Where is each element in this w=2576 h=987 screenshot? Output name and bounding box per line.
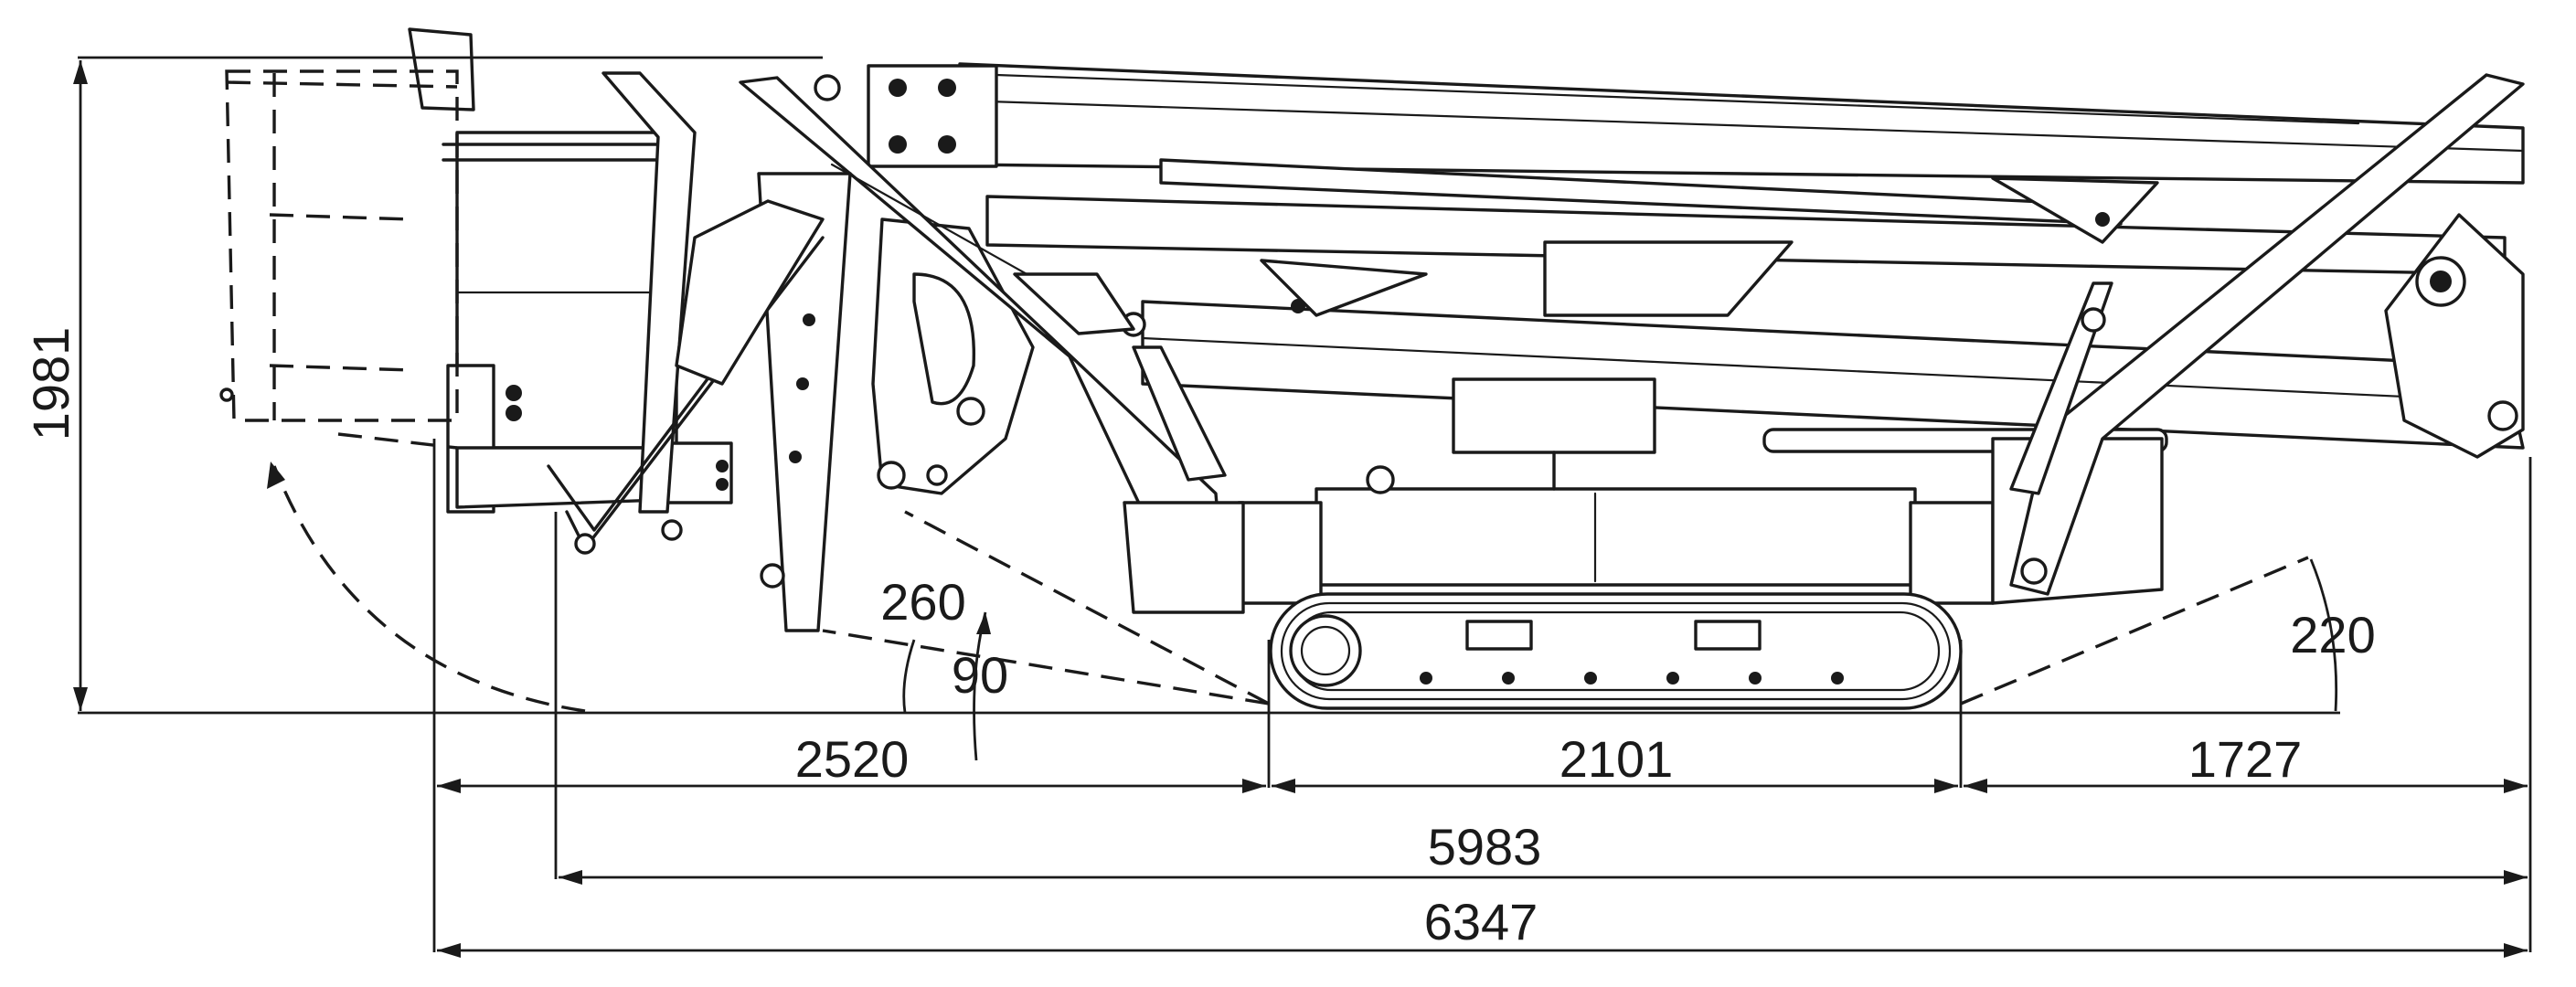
- boom-upper-edge: [995, 73, 2360, 125]
- basket-rotated-rail: [269, 213, 412, 221]
- pivot-pin: [814, 74, 841, 101]
- carrier-chassis: [1123, 73, 2525, 614]
- basket-leveling-arm: [601, 71, 697, 514]
- arrow: [2504, 779, 2528, 793]
- angle-arc-260: [902, 639, 916, 714]
- arrow: [1242, 779, 1266, 793]
- bolt: [938, 79, 956, 97]
- rear-outrigger-cylinder: [2009, 281, 2113, 495]
- arrow: [1934, 779, 1958, 793]
- pin: [760, 563, 785, 589]
- bolt: [889, 135, 907, 154]
- bolt: [716, 460, 729, 472]
- bolt: [889, 79, 907, 97]
- basket-rotated-rail: [226, 80, 458, 89]
- label-front-2520: 2520: [795, 730, 910, 788]
- chassis-body: [1315, 487, 1917, 587]
- boom-head-bracket: [867, 64, 998, 168]
- pin: [219, 387, 234, 402]
- rear-outrigger-pin: [2020, 557, 2048, 585]
- dimension-labels: 1981 260 90 220 2520 2101 1727 5983 6347: [22, 327, 2376, 950]
- hydraulic-cap: [1366, 465, 1395, 494]
- bolt: [716, 478, 729, 491]
- label-track-2101: 2101: [1559, 730, 1674, 788]
- crawler-track: [1269, 592, 1963, 710]
- label-height: 1981: [22, 327, 80, 441]
- rear-lower-pin: [2487, 400, 2518, 431]
- arrow: [1272, 779, 1295, 793]
- rear-pad: [1991, 176, 2159, 244]
- arrow: [1964, 779, 1987, 793]
- control-box: [1452, 377, 1656, 454]
- drive-sprocket-hub: [1300, 625, 1351, 676]
- arrow: [559, 870, 582, 885]
- label-angle-90: 90: [952, 646, 1008, 704]
- pad-bolt: [2095, 212, 2110, 227]
- boom-lower-section: [1141, 300, 2525, 450]
- arrow: [267, 462, 285, 489]
- roller: [1502, 672, 1515, 685]
- bolt: [803, 313, 815, 326]
- front-stabilizer-foot: [1123, 501, 1245, 614]
- pin: [956, 397, 985, 426]
- arrow: [2504, 943, 2528, 958]
- label-angle-260: 260: [880, 573, 965, 631]
- pin: [926, 464, 948, 486]
- track-roller-block: [1465, 620, 1533, 651]
- control-knob: [506, 385, 522, 401]
- approach-angle-line-260: [904, 510, 1270, 706]
- angle-arc-220: [2309, 558, 2338, 712]
- departure-angle-line-220: [1960, 556, 2309, 706]
- bolt: [789, 451, 802, 463]
- outrigger-bracket: [1013, 272, 1135, 335]
- pin: [877, 461, 906, 490]
- basket-rotated-rail: [269, 364, 412, 372]
- rear-outrigger-pin: [2081, 307, 2106, 333]
- roller: [1420, 672, 1432, 685]
- boom-center-plate: [1543, 240, 1794, 317]
- front-frame-bracket: [1237, 501, 1323, 605]
- rear-pivot-pin-core: [2430, 271, 2452, 292]
- front-lever-cutout: [912, 272, 976, 406]
- pad-bolt: [1291, 299, 1305, 313]
- basket-rotated-handle: [408, 27, 475, 111]
- roller: [1584, 672, 1597, 685]
- rear-frame-bracket: [1909, 501, 1995, 605]
- basket-rotated-frame: [225, 69, 459, 422]
- track-inner: [1280, 601, 1952, 701]
- label-rear-1727: 1727: [2188, 730, 2303, 788]
- dimension-lines: [73, 56, 2532, 958]
- boom-lower-edge: [1141, 336, 2525, 404]
- control-knob: [506, 405, 522, 421]
- basket-rotated-floor: [337, 432, 458, 450]
- arrow-up-height: [73, 60, 88, 84]
- arrow-down-height: [73, 687, 88, 711]
- bolt: [938, 135, 956, 154]
- bolt: [796, 377, 809, 390]
- arrow: [437, 779, 461, 793]
- arrow: [2504, 870, 2528, 885]
- approach-angle-line-90: [822, 629, 1270, 706]
- label-angle-220: 220: [2290, 606, 2375, 663]
- roller: [1831, 672, 1844, 685]
- boom-upper-edge: [958, 99, 2525, 153]
- label-stowed-5983: 5983: [1428, 818, 1542, 876]
- track-outer: [1269, 592, 1963, 710]
- roller: [1666, 672, 1679, 685]
- track-roller-block: [1694, 620, 1762, 651]
- label-overall-6347: 6347: [1424, 893, 1538, 950]
- roller: [1749, 672, 1762, 685]
- arrow: [437, 943, 461, 958]
- outrigger-cylinder: [1132, 345, 1227, 482]
- work-basket: [442, 71, 825, 555]
- basket-rotated-position: [219, 27, 475, 450]
- arrow: [976, 612, 991, 634]
- link-pin: [661, 519, 683, 541]
- jib-arm: [675, 199, 825, 386]
- link-pin: [574, 533, 596, 555]
